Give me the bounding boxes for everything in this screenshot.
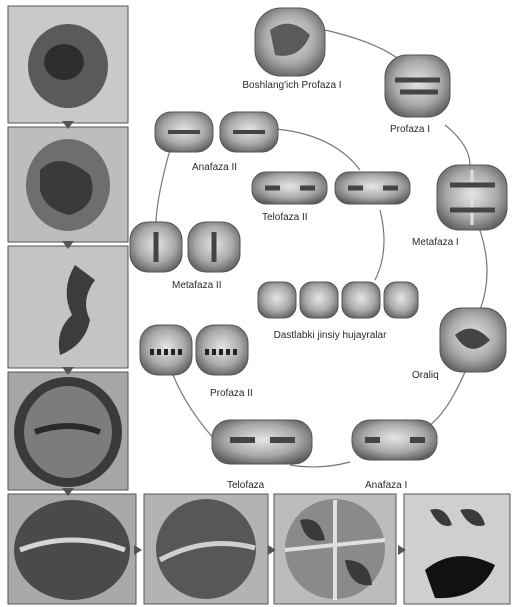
label-metafaza-2: Metafaza II — [172, 280, 221, 292]
cell-boshlangich-profaza — [255, 8, 325, 76]
cell-telofaza-1 — [212, 420, 312, 464]
cell-oraliq — [440, 308, 506, 372]
label-oraliq: Oraliq — [412, 370, 439, 382]
cell-profaza-1 — [385, 55, 450, 117]
label-metafaza-1: Metafaza I — [412, 237, 459, 249]
label-dastlabki: Dastlabki jinsiy hujayralar — [270, 330, 390, 342]
label-profaza-1: Profaza I — [390, 124, 430, 136]
cells-metafaza-2 — [130, 222, 240, 272]
cells-anafaza-2 — [155, 112, 278, 152]
cell-metafaza-1 — [437, 165, 507, 230]
photo-row-bottom — [8, 494, 510, 604]
cells-profaza-2 — [140, 325, 248, 375]
label-anafaza-2: Anafaza II — [192, 162, 237, 174]
cell-anafaza-1 — [352, 420, 437, 460]
label-boshlangich-profaza: Boshlang'ich Profaza I — [242, 80, 342, 92]
label-telofaza-2: Telofaza II — [262, 212, 308, 224]
label-anafaza-1: Anafaza I — [365, 480, 407, 492]
cells-dastlabki — [258, 282, 418, 318]
label-profaza-2: Profaza II — [210, 388, 253, 400]
label-telofaza-1: Telofaza — [227, 480, 264, 492]
cells-telofaza-2 — [252, 172, 410, 204]
